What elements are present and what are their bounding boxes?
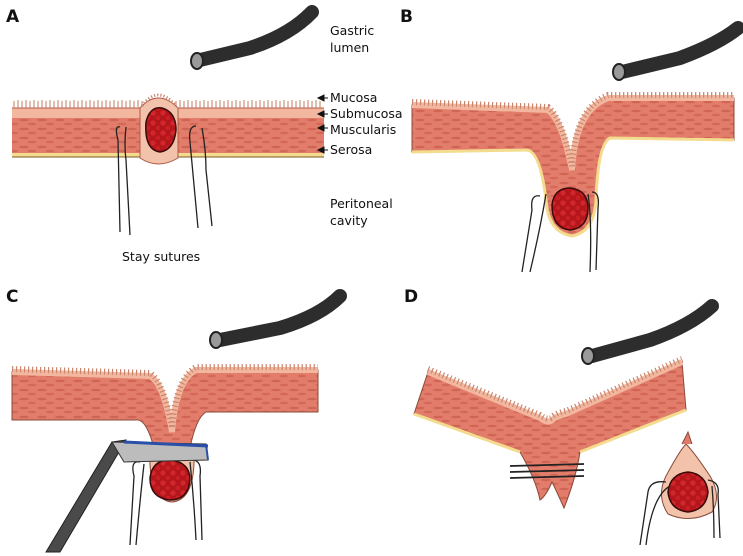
endoscope-icon [612, 21, 743, 81]
endoscope-icon [190, 5, 319, 70]
label-muscularis: Muscularis [330, 122, 396, 137]
label-serosa: Serosa [330, 142, 372, 157]
endoscope-icon [209, 289, 347, 349]
panel-d: D [404, 287, 721, 546]
panel-b: B [400, 7, 743, 273]
panel-a-letter: A [6, 7, 20, 27]
panel-a: A [6, 5, 403, 264]
tumor [145, 107, 177, 153]
resected-specimen [661, 430, 717, 519]
closed-wall [413, 356, 687, 510]
tumor [667, 471, 709, 513]
stay-sutures [639, 479, 721, 546]
stay-sutures [115, 125, 213, 236]
stapler-icon [45, 439, 209, 553]
label-gastric-lumen-line1: Gastric [330, 23, 374, 38]
panel-b-letter: B [400, 7, 413, 27]
label-gastric-lumen-line2: lumen [330, 40, 369, 55]
panel-c: C [6, 287, 347, 553]
label-submucosa: Submucosa [330, 106, 403, 121]
tumor [149, 459, 191, 501]
label-peritoneal-line2: cavity [330, 213, 368, 228]
endoscope-icon [581, 299, 719, 365]
invaginated-wall [411, 92, 735, 238]
stay-sutures [521, 191, 600, 273]
panel-c-letter: C [6, 287, 18, 307]
label-stay-sutures: Stay sutures [122, 249, 200, 264]
staple-line [509, 463, 585, 479]
label-peritoneal-line1: Peritoneal [330, 196, 393, 211]
layer-pointers [316, 94, 328, 154]
panel-d-letter: D [404, 287, 418, 307]
tumor [551, 187, 589, 231]
label-mucosa: Mucosa [330, 90, 377, 105]
